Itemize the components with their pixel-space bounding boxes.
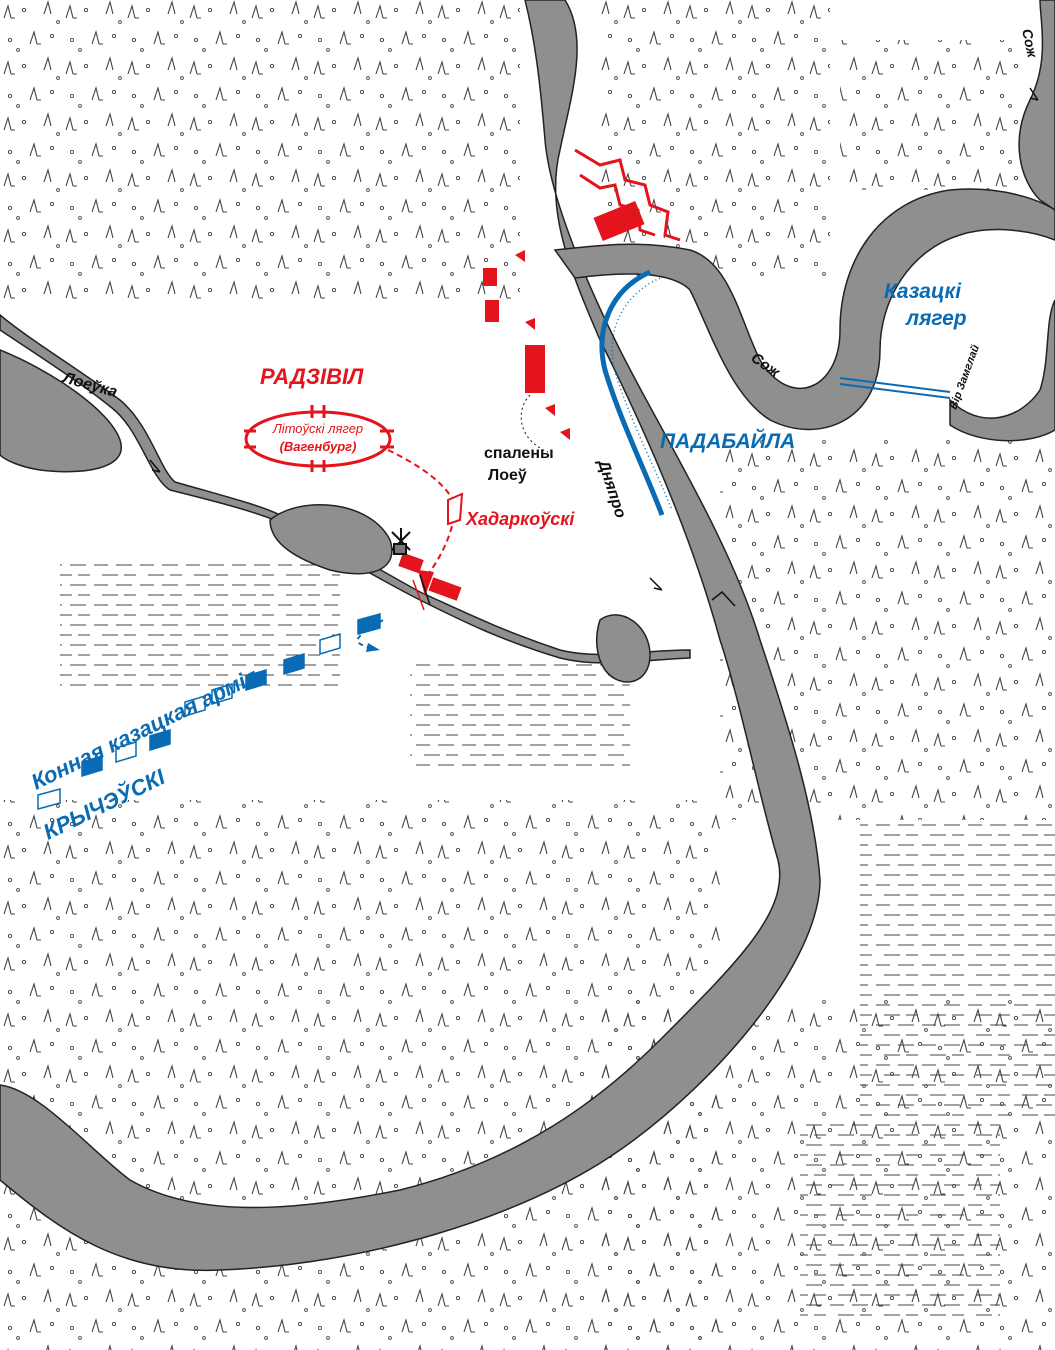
bastion-fortress-icon: [574, 148, 681, 242]
dnipro-river: [0, 0, 821, 1272]
lithuanian-units: [483, 250, 570, 440]
lake-east: [595, 614, 651, 683]
label-kazatski-1: Казацкі: [884, 280, 962, 303]
khadarkouski-route: [387, 449, 464, 611]
water-layer: [0, 0, 1055, 1272]
unit-flag-icon: [115, 740, 137, 764]
forest-far-ne: [840, 40, 1020, 190]
unit-flag-icon: [37, 788, 61, 810]
label-kazatski-2: лягер: [905, 307, 967, 330]
burned-loyeu-outline: [520, 394, 549, 453]
marsh-east: [860, 820, 1055, 1120]
label-lit-camp-1: Літоўскі лягер: [272, 421, 363, 436]
unit-flag-icon: [81, 754, 103, 778]
forest-ne: [600, 0, 830, 280]
unit-flag-icon: [184, 694, 206, 718]
windmill-icon: [391, 528, 411, 555]
river-vir-zamglai: Вір Замглай: [948, 343, 983, 411]
forest-nw: [0, 0, 520, 300]
cossack-entrenchment: [599, 269, 673, 516]
unit-flag-icon: [211, 682, 233, 706]
river-sozh-top: Сож: [1019, 27, 1041, 59]
cossack-cavalry: [37, 613, 384, 810]
label-burned-1: спалены: [484, 445, 554, 462]
sozh-upper: [1018, 0, 1055, 211]
loyeuka-lake: [0, 349, 123, 473]
label-radzivil: РАДЗІВІЛ: [260, 364, 364, 389]
river-dnipro: Дняпро: [594, 456, 629, 520]
unit-flag-icon: [357, 613, 381, 635]
label-burned-2: Лоеў: [488, 467, 527, 484]
unit-flag-icon: [447, 492, 464, 526]
unit-flag-icon: [149, 728, 171, 752]
label-padabaila: ПАДАБАЙЛА: [660, 429, 795, 453]
marsh-central: [410, 660, 630, 770]
lithuanian-camp: [244, 405, 394, 472]
flow-arrows: [149, 87, 1039, 607]
label-khadarkouski: Хадаркоўскі: [465, 509, 575, 529]
loyeuka-stream: [0, 314, 691, 664]
unit-flag-icon: [245, 668, 267, 692]
lake-west: [269, 504, 393, 575]
unit-flag-icon: [319, 632, 341, 656]
unit-flag-icon: [283, 652, 305, 676]
marsh-southeast: [800, 1120, 1000, 1320]
vir-zamglai-crossing: [839, 377, 951, 399]
label-lit-camp-2: (Вагенбург): [280, 439, 357, 454]
sozh-loop-east: [949, 299, 1055, 442]
